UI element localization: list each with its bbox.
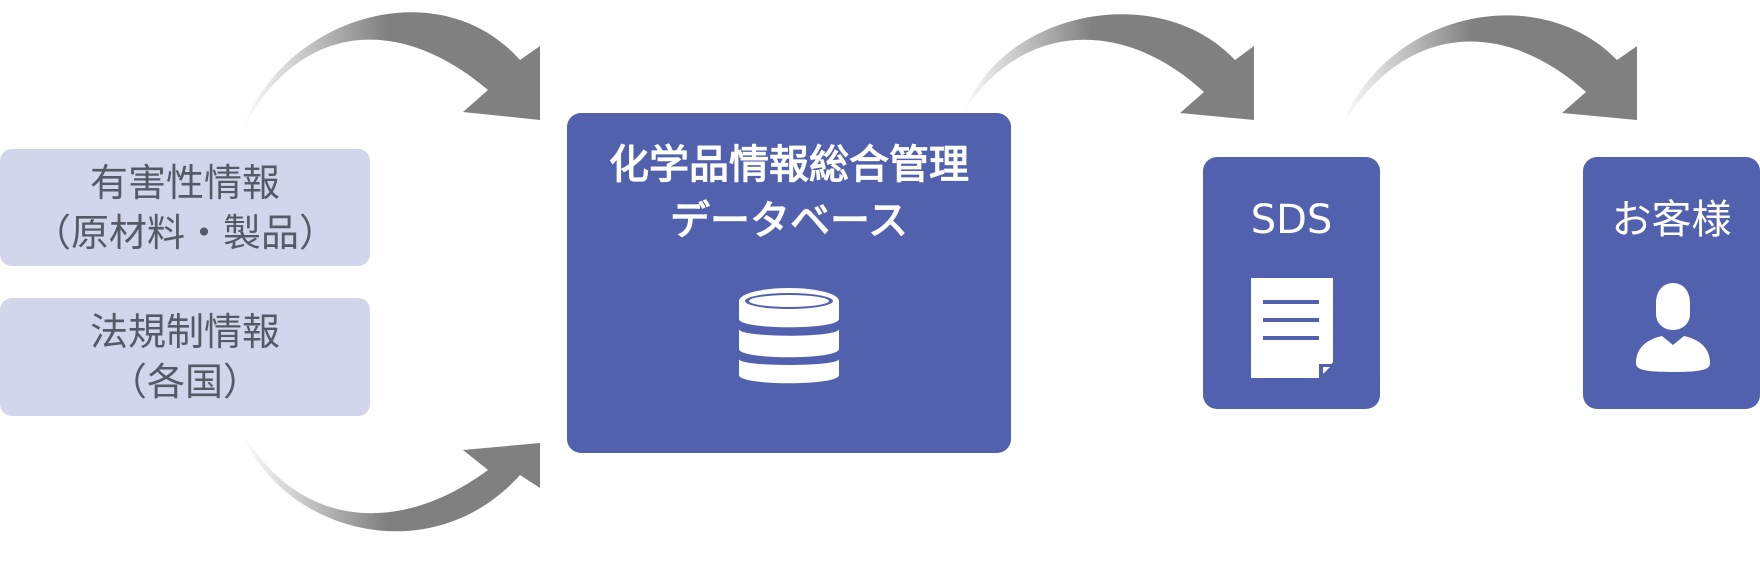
source-box-line2: （原材料・製品）	[32, 210, 337, 255]
database-box: 化学品情報総合管理 データベース	[567, 113, 1011, 453]
source-box-line1: 法規制情報	[89, 310, 280, 354]
source-box-regulation-info: 法規制情報 （各国）	[0, 298, 370, 416]
arrow-to-sds	[965, 14, 1254, 120]
database-title-line2: データベース	[670, 198, 908, 244]
database-title-line1: 化学品情報総合管理	[609, 142, 969, 188]
arrow-to-customer	[1340, 15, 1637, 130]
arrow-to-database-upper	[242, 12, 540, 130]
arrow-to-database-lower	[242, 432, 540, 532]
customer-label: お客様	[1611, 197, 1732, 243]
source-box-line1: 有害性情報	[89, 160, 280, 205]
sds-label: SDS	[1250, 197, 1333, 243]
source-box-hazard-info: 有害性情報 （原材料・製品）	[0, 149, 370, 266]
customer-box: お客様	[1583, 157, 1760, 409]
sds-box: SDS	[1203, 157, 1380, 409]
user-icon	[1636, 283, 1710, 372]
source-box-line2: （各国）	[108, 360, 261, 404]
database-icon	[739, 288, 839, 384]
document-icon	[1251, 278, 1333, 378]
